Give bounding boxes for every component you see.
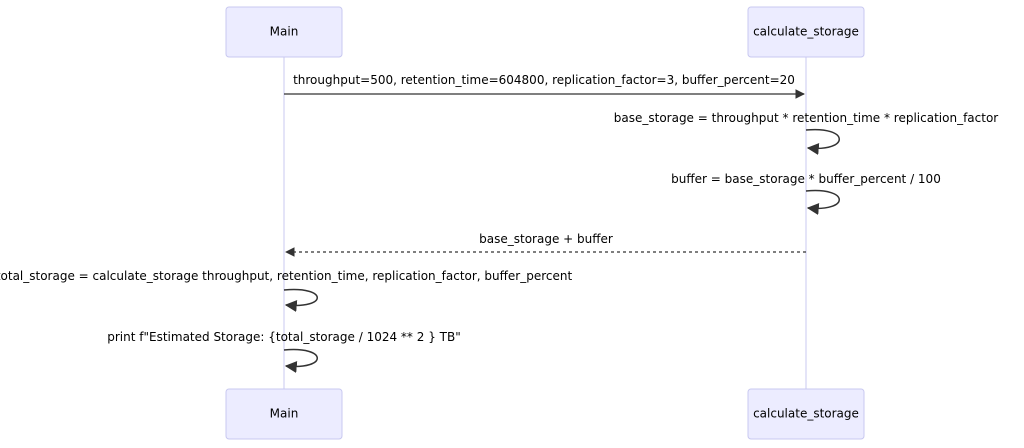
message-print-label: print f"Estimated Storage: {total_storag… (107, 330, 460, 344)
message-buffer-loop (805, 189, 840, 215)
message-call-args: throughput=500, retention_time=604800, r… (284, 73, 805, 99)
message-buffer: buffer = base_storage * buffer_percent /… (671, 172, 941, 215)
actor-main-bottom: Main (225, 388, 343, 440)
message-base-storage-loop (805, 128, 840, 155)
actor-main-top-label: Main (270, 25, 299, 39)
actor-calculate-storage-top-label: calculate_storage (753, 25, 859, 39)
message-print: print f"Estimated Storage: {total_storag… (107, 330, 461, 373)
message-total-storage-label: total_storage = calculate_storage throug… (0, 269, 572, 283)
message-return: base_storage + buffer (285, 232, 806, 257)
message-call-args-label: throughput=500, retention_time=604800, r… (293, 73, 795, 87)
message-base-storage: base_storage = throughput * retention_ti… (614, 111, 999, 155)
actor-main-bottom-label: Main (270, 407, 299, 421)
message-base-storage-label: base_storage = throughput * retention_ti… (614, 111, 999, 125)
message-return-label: base_storage + buffer (479, 232, 613, 246)
message-total-storage: total_storage = calculate_storage throug… (0, 269, 572, 312)
message-buffer-label: buffer = base_storage * buffer_percent /… (671, 172, 941, 186)
actor-main-top: Main (225, 6, 343, 58)
message-print-loop (283, 348, 318, 373)
actor-calculate-storage-bottom-label: calculate_storage (753, 407, 859, 421)
actor-calculate-storage-top: calculate_storage (747, 6, 865, 58)
message-total-storage-loop (283, 288, 318, 312)
actor-calculate-storage-bottom: calculate_storage (747, 388, 865, 440)
